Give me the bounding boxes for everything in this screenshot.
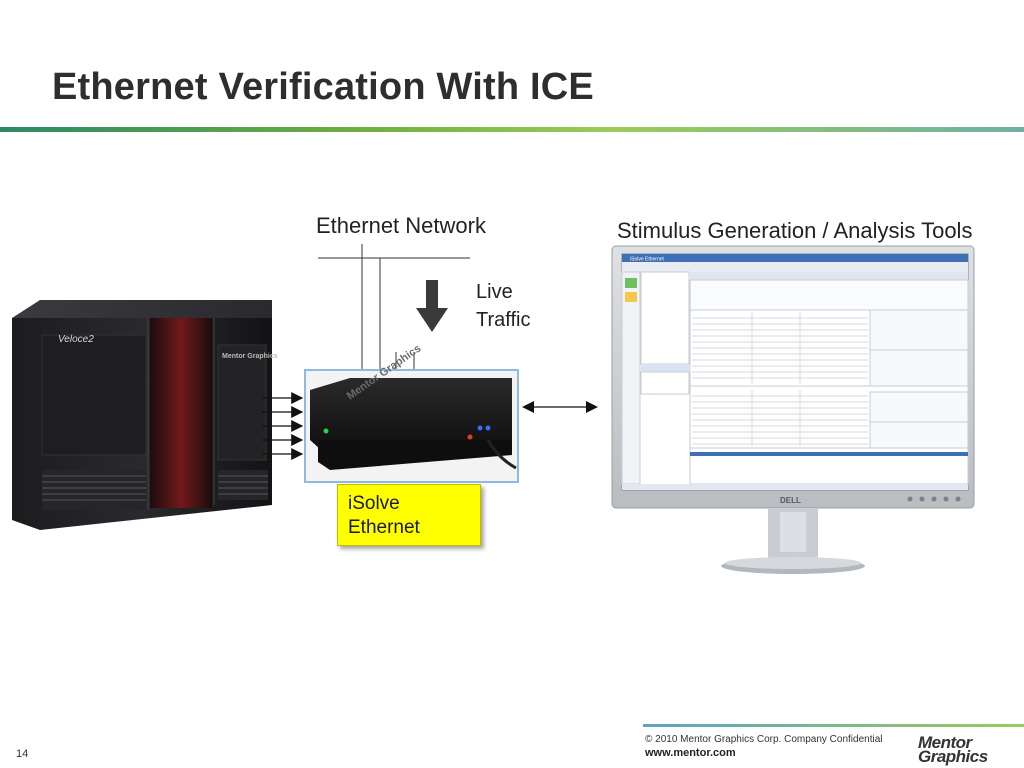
- veloce-logo: Veloce2: [58, 334, 94, 345]
- slide-title: Ethernet Verification With ICE: [52, 66, 594, 108]
- page-number: 14: [16, 748, 29, 760]
- bidirectional-arrow: [522, 401, 598, 413]
- tools-label: Stimulus Generation / Analysis Tools: [617, 218, 973, 243]
- analysis-monitor: iSolve Ethernet: [611, 245, 975, 574]
- title-divider: [0, 127, 1024, 132]
- footer-divider: [643, 724, 1024, 727]
- error-led: [467, 434, 473, 440]
- isolve-ethernet-box: [337, 484, 481, 546]
- emulator-vents: [42, 470, 268, 510]
- live-traffic-label: Live Traffic: [476, 278, 530, 334]
- power-led: [323, 428, 329, 434]
- emulator-to-isolve-arrows: [262, 392, 304, 460]
- live-traffic-arrow: [416, 280, 448, 332]
- mentor-graphics-logo: Mentor Graphics: [918, 733, 988, 766]
- copyright-text: © 2010 Mentor Graphics Corp. Company Con…: [645, 734, 883, 745]
- ethernet-network-lines: [318, 244, 470, 370]
- status-led: [477, 425, 483, 431]
- emulator-red-light: [150, 318, 212, 508]
- status-led: [485, 425, 491, 431]
- logo-line1: Mentor: [918, 733, 972, 752]
- dell-logo: DELL: [780, 496, 801, 505]
- app-window-title: iSolve Ethernet: [630, 257, 665, 263]
- isolve-line2: Ethernet: [348, 517, 420, 538]
- live-traffic-line2: Traffic: [476, 309, 531, 331]
- ethernet-network-label: Ethernet Network: [316, 213, 486, 238]
- isolve-ethernet-label: iSolve Ethernet: [348, 492, 420, 540]
- emulator-mentor-logo: Mentor Graphics: [222, 353, 278, 360]
- live-traffic-line1: Live: [476, 281, 513, 303]
- logo-line2: Graphics: [918, 747, 988, 766]
- isolve-line1: iSolve: [348, 493, 400, 514]
- veloce-emulator: Veloce2 Mentor Graphics: [12, 300, 278, 530]
- isolve-device: Mentor Graphics: [304, 342, 519, 483]
- footer-url: www.mentor.com: [645, 747, 736, 759]
